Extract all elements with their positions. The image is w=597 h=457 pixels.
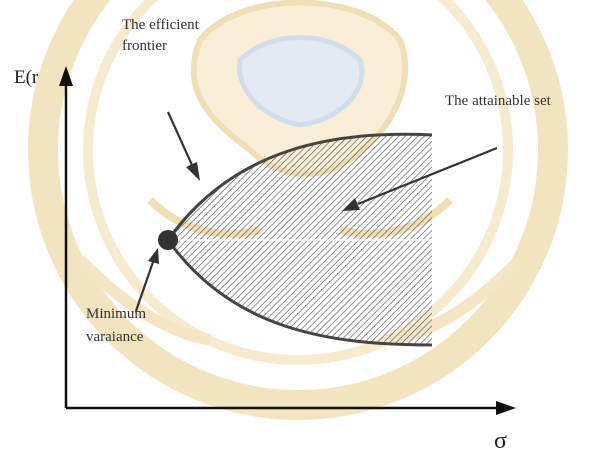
efficient-frontier-label-line1: The efficient	[122, 17, 199, 33]
minimum-variance-label-line2: varaiance	[86, 329, 144, 345]
attainable-set-label: The attainable set	[445, 93, 551, 109]
attainable-set-arrow	[357, 146, 498, 206]
x-axis-label: σ	[494, 428, 507, 454]
efficient-frontier-label-line2: frontier	[122, 38, 167, 54]
y-axis-arrowhead	[59, 66, 73, 86]
x-axis-arrowhead	[496, 401, 516, 415]
minimum-variance-arrow	[134, 261, 155, 312]
minimum-variance-arrowhead	[148, 248, 159, 264]
y-axis-label: E(r	[14, 67, 39, 88]
attainable-set-arrowhead	[342, 198, 360, 211]
axes	[59, 66, 516, 415]
efficient-frontier-arrow	[166, 111, 194, 166]
minimum-variance-label-line1: Minimum	[86, 306, 147, 322]
annotation-arrows	[134, 111, 498, 312]
efficient-frontier-arrowhead	[186, 162, 200, 181]
minimum-variance-point	[158, 230, 178, 250]
